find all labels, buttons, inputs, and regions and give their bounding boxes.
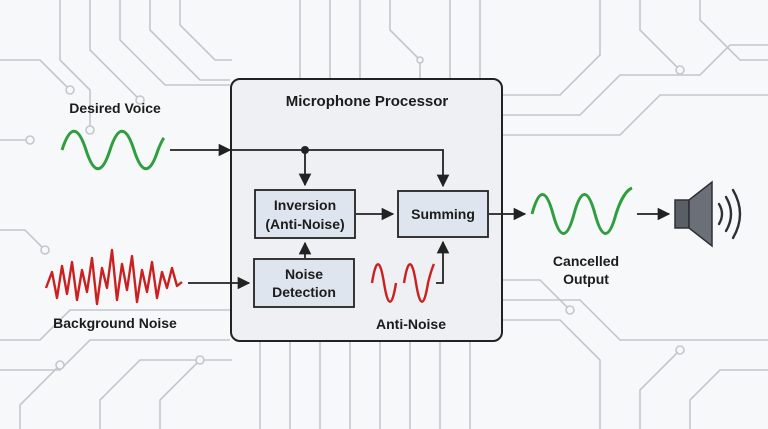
summing-label: Summing [411,206,475,222]
inversion-label-line2: (Anti-Noise) [265,216,344,232]
cancelled-output-label-line1: Cancelled [553,253,619,269]
noise-detection-label-line1: Noise [285,266,323,282]
speaker-icon [674,180,713,248]
desired-voice-label: Desired Voice [69,100,161,116]
desired-voice-wave [60,129,166,171]
anti-noise-wave [370,263,436,303]
anti-noise-label: Anti-Noise [376,316,446,332]
cancelled-output-wave [530,186,633,235]
junction-dot [301,146,309,154]
summing-block [397,190,489,238]
processor-title: Microphone Processor [286,93,449,110]
background-noise-wave [44,248,183,306]
inversion-block [254,189,356,239]
noise-detection-block [253,258,355,308]
noise-detection-label-line2: Detection [272,284,336,300]
cancelled-output-label-line2: Output [563,271,609,287]
sound-waves-icon [717,188,742,240]
background-noise-label: Background Noise [53,315,177,331]
circuit-pads [25,56,685,370]
inversion-label-line1: Inversion [274,197,336,213]
